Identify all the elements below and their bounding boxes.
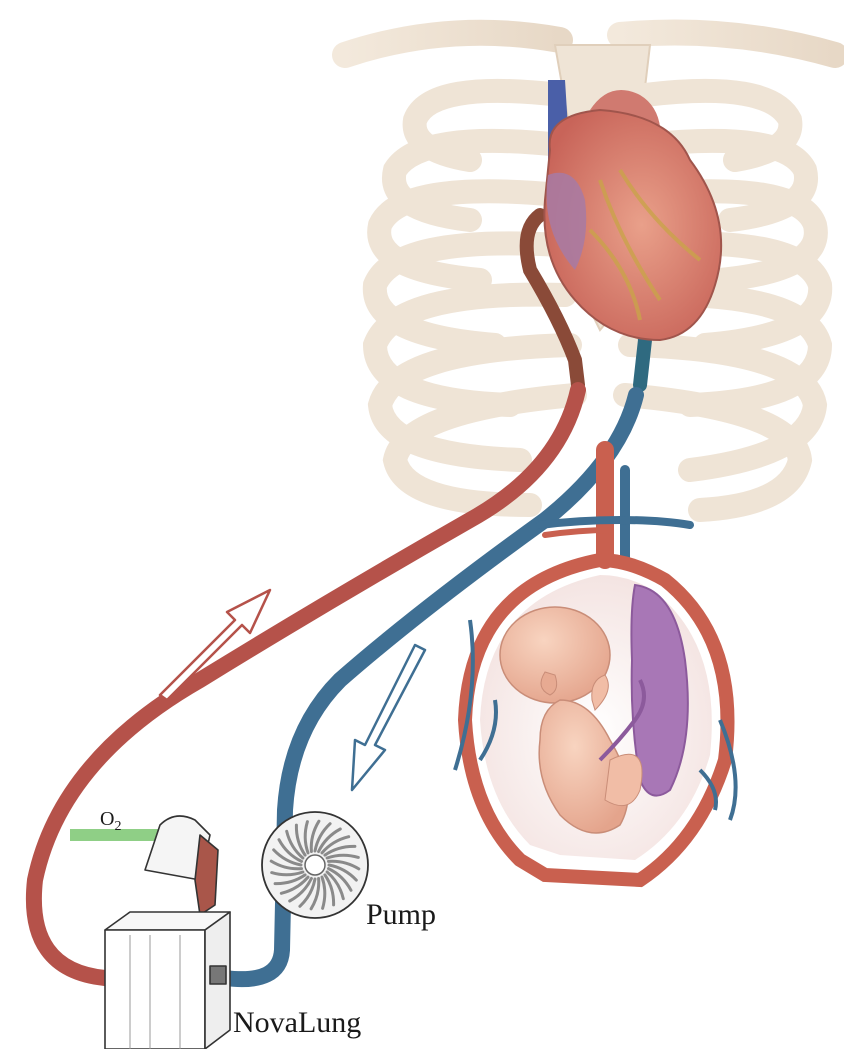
oxygenator-membrane [195, 835, 218, 915]
centrifugal-pump [262, 812, 368, 918]
novalung-oxygenator [105, 816, 230, 1049]
oxygen-label: O2 [100, 808, 121, 835]
pump-label: Pump [366, 898, 436, 932]
oxygenator-connector [210, 966, 226, 984]
uterus [455, 560, 736, 880]
novalung-label: NovaLung [233, 1006, 361, 1040]
pump-hub [305, 855, 325, 875]
oxygen-label-sub: 2 [114, 819, 121, 834]
left-clavicle [345, 33, 560, 55]
oxygen-label-main: O [100, 808, 114, 830]
right-clavicle [620, 33, 835, 56]
oxygenator-base-front [105, 930, 205, 1049]
